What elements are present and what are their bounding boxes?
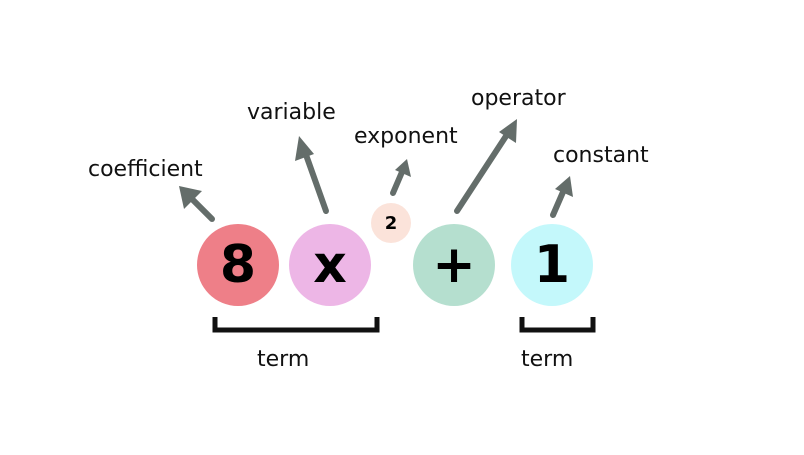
constant-circle: 1 <box>511 224 593 306</box>
coefficient-value: 8 <box>219 235 257 295</box>
coefficient-arrow <box>187 194 215 222</box>
constant-value: 1 <box>533 235 571 295</box>
exponent-value: 2 <box>384 212 398 234</box>
constant-arrow <box>550 189 566 218</box>
coefficient-circle: 8 <box>197 224 279 306</box>
exponent-arrow <box>390 169 405 196</box>
variable-value: x <box>313 235 347 295</box>
operator-arrowhead <box>499 119 517 143</box>
variable-arrow <box>302 149 329 214</box>
variable-arrowhead <box>295 136 314 161</box>
operator-label: operator <box>471 86 566 111</box>
variable-circle: x <box>289 224 371 306</box>
term-bracket-right <box>519 317 596 333</box>
exponent-circle: 2 <box>371 203 411 243</box>
operator-arrow <box>454 130 511 214</box>
term-bracket-left <box>212 317 380 333</box>
operator-circle: + <box>413 224 495 306</box>
coefficient-label: coefficient <box>88 157 203 182</box>
operator-value: + <box>432 235 476 295</box>
variable-label: variable <box>247 100 336 125</box>
coefficient-arrowhead <box>179 186 202 209</box>
constant-label: constant <box>553 143 649 168</box>
term-label-left: term <box>257 347 310 372</box>
term-label-right: term <box>521 347 574 372</box>
exponent-arrowhead <box>395 159 411 177</box>
exponent-label: exponent <box>354 124 458 149</box>
constant-arrowhead <box>555 176 573 197</box>
